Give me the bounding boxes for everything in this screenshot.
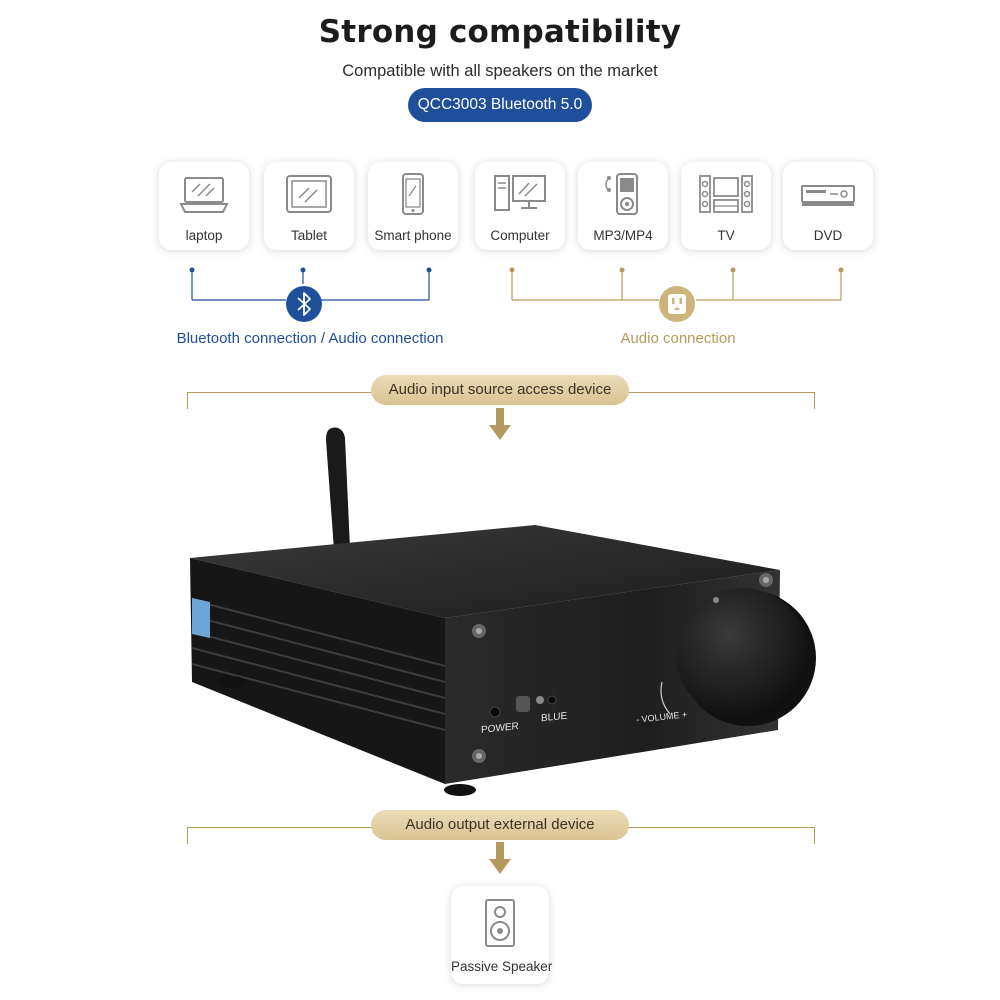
page-title: Strong compatibility — [318, 14, 682, 50]
bluetooth-version-badge: QCC3003 Bluetooth 5.0 — [408, 88, 592, 122]
device-label: Tablet — [290, 228, 328, 243]
device-label: laptop — [185, 228, 223, 243]
speaker-icon — [485, 899, 515, 947]
device-card-tablet: Tablet — [264, 162, 354, 250]
device-card-computer: Computer — [475, 162, 565, 250]
device-label: DVD — [813, 228, 843, 243]
tablet-icon — [286, 175, 332, 213]
audio-connection-label: Audio connection — [620, 330, 736, 347]
mp3-player-icon — [605, 173, 638, 215]
device-card-mp3: MP3/MP4 — [578, 162, 668, 250]
laptop-icon — [179, 177, 229, 213]
down-arrow-icon — [489, 842, 511, 874]
bluetooth-connection-label: Bluetooth connection / Audio connection — [176, 330, 444, 347]
output-device-label: Audio output external device — [371, 810, 629, 840]
audio-connector — [511, 270, 842, 301]
amplifier-product-image — [190, 427, 816, 796]
dvd-player-icon — [801, 185, 855, 206]
bluetooth-icon — [286, 286, 322, 322]
device-label: Smart phone — [374, 228, 452, 243]
passive-speaker-card: Passive Speaker — [451, 886, 553, 984]
device-card-smartphone: Smart phone — [368, 162, 458, 250]
speaker-label: Passive Speaker — [451, 959, 553, 974]
device-card-tv: TV — [681, 162, 771, 250]
down-arrow-icon — [489, 408, 511, 440]
computer-icon — [494, 175, 546, 211]
smartphone-icon — [402, 173, 424, 215]
device-label: MP3/MP4 — [593, 228, 653, 243]
device-card-laptop: laptop — [159, 162, 249, 250]
device-label: TV — [717, 228, 735, 243]
input-source-label: Audio input source access device — [371, 375, 629, 405]
tv-icon — [699, 175, 753, 213]
connection-lines — [189, 267, 844, 301]
device-card-dvd: DVD — [783, 162, 873, 250]
device-label: Computer — [490, 228, 550, 243]
audio-outlet-icon — [659, 286, 695, 322]
page-subtitle: Compatible with all speakers on the mark… — [342, 62, 658, 80]
bluetooth-connector — [191, 270, 430, 301]
